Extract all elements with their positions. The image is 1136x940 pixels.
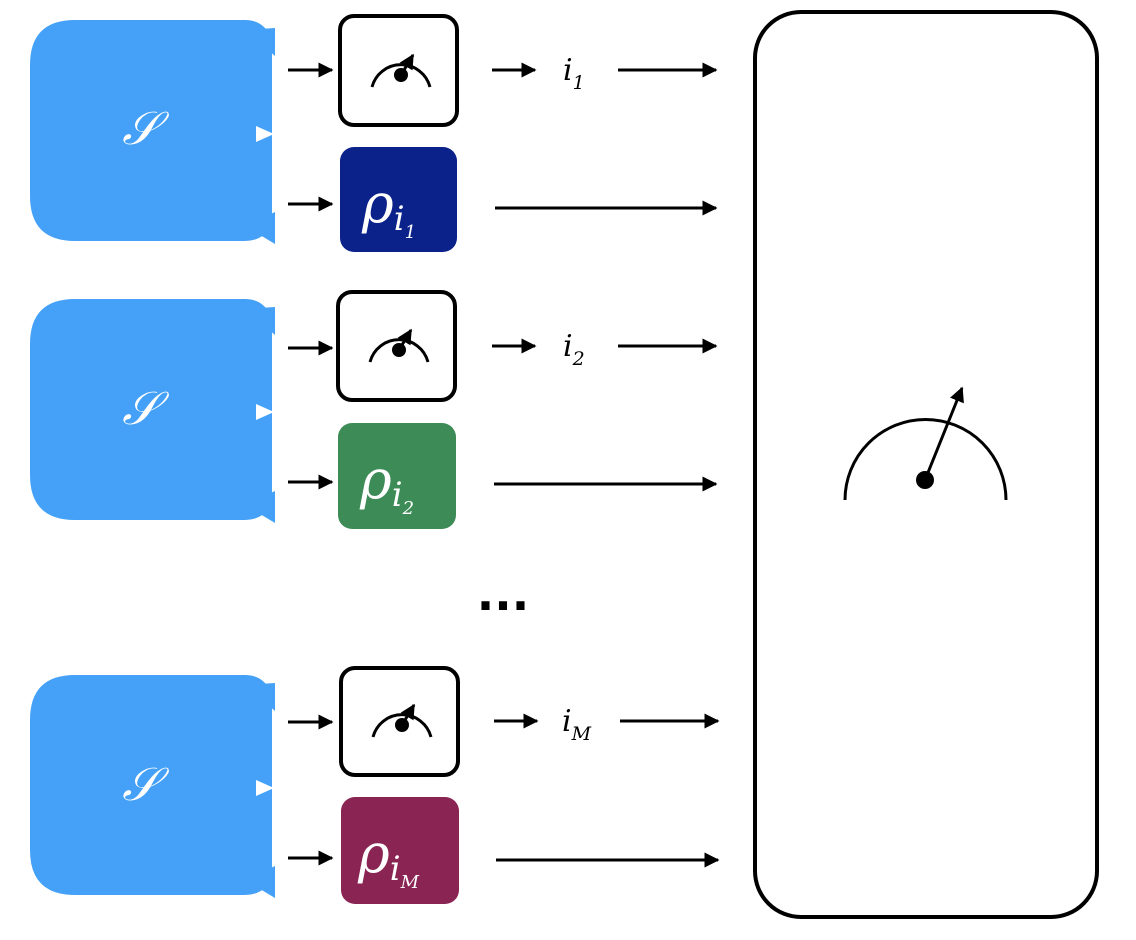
measurement-meter-icon <box>368 328 430 363</box>
row-2: 𝒮 i2 ρi2 <box>30 290 718 529</box>
ellipsis: ... <box>477 567 529 621</box>
outcome-label: iM <box>562 704 592 745</box>
state-box: ρiM <box>341 797 459 904</box>
source-box: 𝒮 <box>30 675 275 898</box>
measurement-meter-icon <box>370 53 432 88</box>
joint-measurement-box <box>753 10 1099 919</box>
outcome-label: i1 <box>563 53 585 94</box>
outcome-label: i2 <box>563 329 585 370</box>
measurement-box <box>339 666 460 777</box>
state-box: ρi1 <box>340 147 457 252</box>
state-label: ρi2 <box>359 448 414 519</box>
measurement-box <box>338 14 459 127</box>
state-label: ρiM <box>357 822 420 893</box>
measurement-meter-icon <box>371 703 433 738</box>
source-box: 𝒮 <box>30 20 275 244</box>
row-1: 𝒮 i1 ρi1 <box>30 14 718 252</box>
state-box: ρi2 <box>338 423 456 529</box>
state-label: ρi1 <box>361 172 416 243</box>
row-3: 𝒮 iM ρiM <box>30 666 720 904</box>
source-box: 𝒮 <box>30 299 275 523</box>
joint-measurement-meter-icon <box>843 386 1008 501</box>
measurement-box <box>336 290 457 402</box>
